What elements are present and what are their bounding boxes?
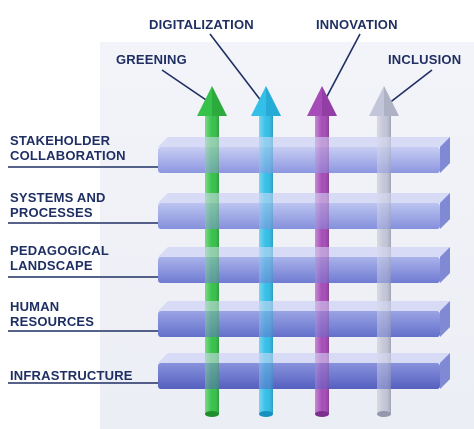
pillar-arrow-head-shade — [384, 86, 399, 116]
pillar-arrow-head — [197, 86, 227, 116]
pillar-label-greening: GREENING — [116, 52, 187, 67]
layer-label-line: INFRASTRUCTURE — [10, 368, 133, 383]
layer-label-systems-and-processes: SYSTEMS AND PROCESSES — [10, 190, 106, 220]
slab-front-face — [158, 311, 440, 337]
pillar-base — [315, 411, 329, 417]
layer-label-line: LANDSCAPE — [10, 258, 93, 273]
layer-label-line: HUMAN — [10, 299, 60, 314]
pillar-base — [259, 411, 273, 417]
layer-slab — [158, 247, 450, 283]
pillar-arrow-head — [369, 86, 399, 116]
pillar-leader-line — [323, 33, 361, 103]
layer-label-line: PROCESSES — [10, 205, 93, 220]
slab-front-face — [158, 257, 440, 283]
pillar-leader-line — [209, 33, 263, 103]
slab-top-face — [158, 353, 450, 363]
layer-label-stakeholder-collaboration: STAKEHOLDER COLLABORATION — [10, 133, 126, 163]
slab-front-face — [158, 203, 440, 229]
slab-end-face — [440, 353, 450, 389]
layer-label-line: RESOURCES — [10, 314, 95, 329]
pillar-arrow-head-shade — [322, 86, 337, 116]
pillar-leader-line — [161, 69, 213, 105]
pillar-arrow-head — [307, 86, 337, 116]
pillar-base — [377, 411, 391, 417]
slab-top-face — [158, 247, 450, 257]
slab-top-face — [158, 193, 450, 203]
slab-top-face — [158, 301, 450, 311]
slab-end-face — [440, 247, 450, 283]
layer-label-line: SYSTEMS AND — [10, 190, 106, 205]
slab-top-face — [158, 137, 450, 147]
slab-front-face — [158, 147, 440, 173]
layer-label-pedagogical-landscape: PEDAGOGICAL LANDSCAPE — [10, 243, 109, 273]
pillar-base — [205, 411, 219, 417]
layer-label-line: COLLABORATION — [10, 148, 126, 163]
pillar-label-inclusion: INCLUSION — [388, 52, 462, 67]
layer-label-line: STAKEHOLDER — [10, 133, 111, 148]
layer-label-infrastructure: INFRASTRUCTURE — [10, 368, 133, 383]
slab-end-face — [440, 193, 450, 229]
layer-label-line: PEDAGOGICAL — [10, 243, 109, 258]
slab-front-face — [158, 363, 440, 389]
slab-end-face — [440, 301, 450, 337]
layer-slab — [158, 301, 450, 337]
layer-slab — [158, 353, 450, 389]
pillar-arrow-head-shade — [266, 86, 281, 116]
slab-end-face — [440, 137, 450, 173]
pillar-arrow-head — [251, 86, 281, 116]
pillar-leader-line — [387, 69, 433, 105]
layer-slab — [158, 137, 450, 173]
layer-label-human-resources: HUMAN RESOURCES — [10, 299, 94, 329]
pillar-label-innovation: INNOVATION — [316, 17, 398, 32]
pillar-arrow-head-shade — [212, 86, 227, 116]
pillar-label-digitalization: DIGITALIZATION — [149, 17, 254, 32]
layer-slab — [158, 193, 450, 229]
